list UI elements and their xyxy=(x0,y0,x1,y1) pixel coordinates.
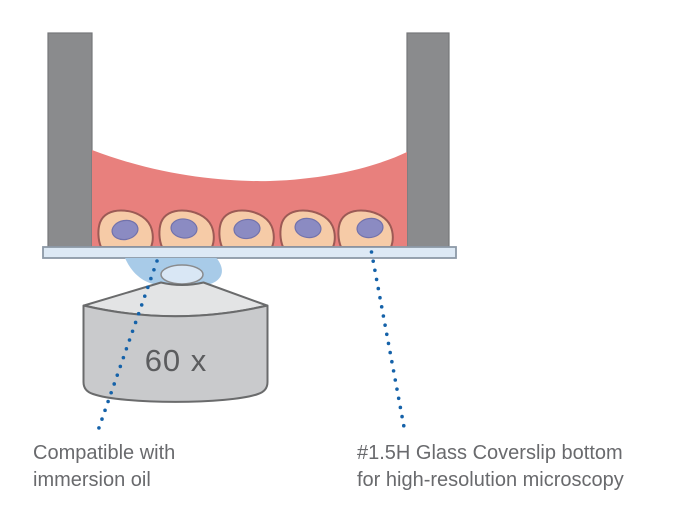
caption-immersion-oil-line1: Compatible with xyxy=(33,442,175,464)
cell-nucleus xyxy=(233,218,261,240)
leader-line-coverslip xyxy=(369,250,406,429)
objective-barrel xyxy=(82,304,269,403)
glass-coverslip xyxy=(42,246,457,259)
objective-front-lens xyxy=(160,264,204,285)
cell-nucleus xyxy=(294,217,322,239)
cell-layer xyxy=(97,209,394,248)
dish-wall-left xyxy=(47,32,93,248)
objective-magnification-label: 60 x xyxy=(145,343,208,378)
caption-immersion-oil-line2: immersion oil xyxy=(33,469,151,491)
cell-nucleus xyxy=(111,219,139,241)
cell-nucleus xyxy=(356,217,384,239)
cell-nucleus xyxy=(170,218,198,239)
dish-wall-right xyxy=(406,32,450,248)
caption-coverslip-line1: #1.5H Glass Coverslip bottom xyxy=(357,442,623,464)
caption-coverslip-line2: for high-resolution microscopy xyxy=(357,469,624,491)
